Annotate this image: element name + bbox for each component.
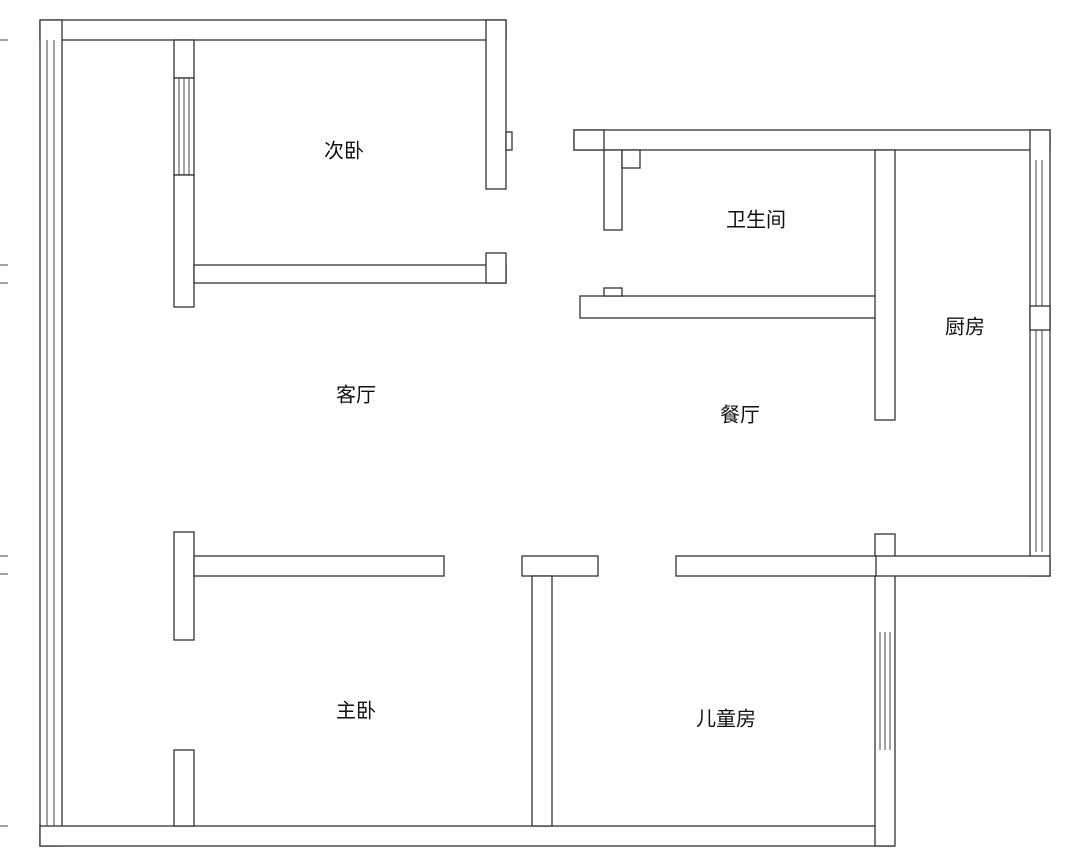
label-bathroom: 卫生间	[726, 208, 786, 232]
outer-walls	[39, 19, 1051, 847]
kids-room-walls	[675, 555, 877, 577]
label-master-bedroom: 主卧	[336, 699, 376, 723]
balcony-window-left	[46, 40, 55, 826]
kids-room-window	[879, 632, 891, 750]
label-dining-room: 餐厅	[720, 403, 760, 427]
master-bedroom-walls	[173, 531, 599, 827]
bathroom-walls	[573, 129, 896, 421]
second-bedroom-walls	[173, 39, 507, 308]
margin-ticks	[0, 39, 8, 827]
label-second-bedroom: 次卧	[324, 139, 364, 163]
label-living-room: 客厅	[336, 383, 376, 407]
label-kitchen: 厨房	[945, 315, 985, 339]
label-kids-room: 儿童房	[696, 707, 756, 731]
second-bedroom-window	[178, 78, 190, 175]
kitchen-window	[1029, 160, 1051, 552]
